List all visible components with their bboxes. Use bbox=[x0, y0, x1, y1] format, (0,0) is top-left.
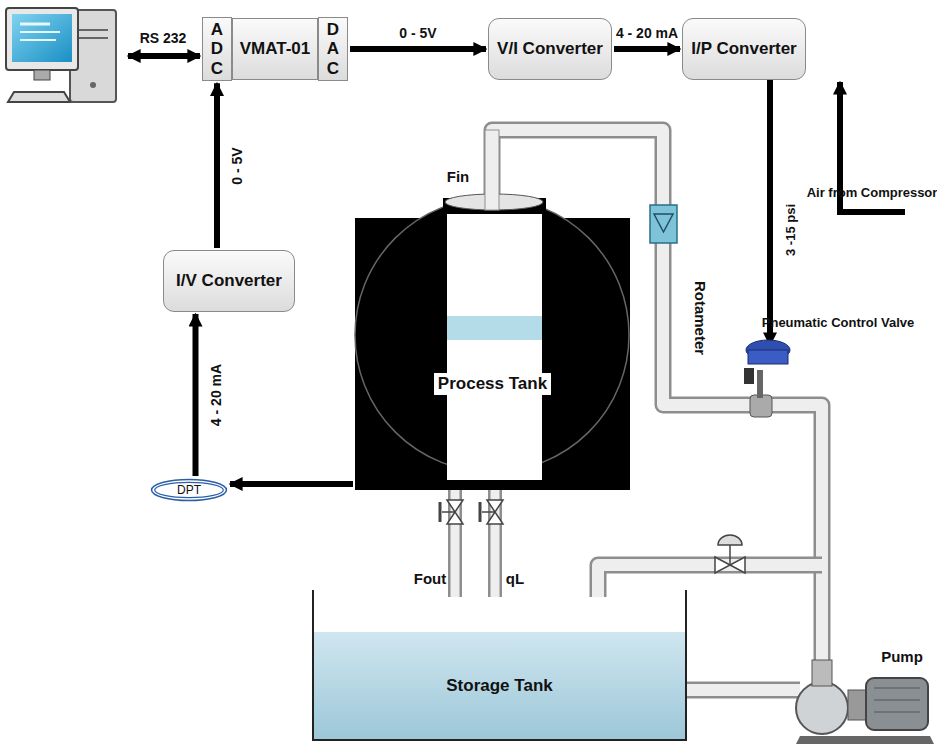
signal-connector bbox=[230, 481, 353, 487]
process-tank: Process Tank bbox=[355, 195, 630, 490]
drawing-path bbox=[439, 502, 442, 522]
drawing-rect bbox=[757, 370, 763, 398]
drawing-path bbox=[598, 565, 822, 597]
drawing-line bbox=[20, 39, 56, 41]
drawing-line bbox=[20, 31, 60, 33]
diagram-label: Rotameter bbox=[692, 281, 709, 355]
signal-label: 0 - 5V bbox=[229, 147, 245, 184]
drawing-rect bbox=[34, 70, 50, 80]
drawing-line bbox=[874, 712, 920, 713]
drawing-rect bbox=[650, 205, 677, 243]
signal-label: 0 - 5V bbox=[399, 25, 436, 41]
converter-box: I/V Converter bbox=[163, 250, 295, 312]
signal-label: 4 - 20 mA bbox=[616, 25, 678, 41]
drawing-path bbox=[451, 480, 460, 597]
converter-box: I/P Converter bbox=[682, 18, 806, 80]
drawing-rect bbox=[485, 130, 499, 210]
drawing-path bbox=[479, 502, 482, 522]
drawing-line bbox=[78, 37, 108, 39]
diagram-label: Fout bbox=[414, 570, 446, 587]
signal-connector bbox=[350, 46, 486, 52]
manual-valve-symbols bbox=[440, 500, 745, 573]
controller-box: VMAT-01 bbox=[232, 18, 318, 80]
drawing-line bbox=[20, 23, 50, 26]
adc-cell: A D C bbox=[202, 17, 232, 82]
diagram-label: Pump bbox=[881, 648, 923, 665]
drawing-path bbox=[796, 736, 934, 744]
drawing-circle bbox=[90, 82, 96, 88]
drawing-path bbox=[686, 682, 800, 699]
diagram-label: Fin bbox=[447, 168, 470, 185]
drawing-rect bbox=[744, 368, 754, 384]
control-valve-symbol bbox=[744, 340, 790, 417]
diagram-label: qL bbox=[506, 570, 524, 587]
diagram-label: RS 232 bbox=[140, 30, 187, 46]
node-text: A D C bbox=[209, 20, 226, 79]
drawing-path bbox=[598, 565, 822, 597]
node-text: I/P Converter bbox=[691, 39, 797, 59]
pneumatic-signal-line bbox=[767, 80, 773, 345]
drawing-circle bbox=[796, 682, 848, 734]
computer-icon bbox=[6, 8, 116, 102]
storage-tank-drawing bbox=[313, 590, 686, 740]
drawing-path bbox=[488, 480, 502, 597]
node-text: V/I Converter bbox=[497, 39, 603, 59]
drawing-path bbox=[313, 590, 686, 740]
drawing-line bbox=[482, 511, 495, 513]
signal-connector bbox=[193, 314, 199, 476]
drawing-rect bbox=[313, 632, 686, 740]
node-text: I/V Converter bbox=[176, 271, 282, 291]
pump-symbol bbox=[796, 660, 934, 744]
drawing-ellipse bbox=[152, 479, 227, 500]
drawing-rect bbox=[866, 678, 928, 730]
converter-box: V/I Converter bbox=[488, 18, 612, 80]
drawing-path bbox=[448, 480, 462, 597]
node-text: Process Tank bbox=[434, 373, 551, 395]
drawing-line bbox=[442, 511, 455, 513]
dac-cell: D A C bbox=[318, 17, 348, 82]
diagram-label: Pneumatic Control Valve bbox=[762, 315, 914, 330]
node-text: DPT bbox=[177, 483, 201, 497]
drawing-path bbox=[718, 535, 742, 545]
process-tank-drawing bbox=[355, 130, 630, 490]
rotameter-symbol bbox=[650, 205, 677, 243]
diagram-label: Air from Compressor bbox=[807, 185, 937, 200]
drawing-line bbox=[874, 700, 920, 701]
drawing-line bbox=[78, 29, 108, 31]
signal-label: 4 - 20 mA bbox=[208, 364, 224, 426]
storage-tank: Storage Tank bbox=[313, 632, 686, 740]
drawing-line bbox=[729, 545, 731, 565]
drawing-rect bbox=[750, 395, 772, 417]
drawing-ellipse bbox=[155, 482, 224, 497]
drawing-path bbox=[8, 92, 70, 102]
signal-connector bbox=[614, 46, 680, 52]
drawing-rect bbox=[447, 212, 542, 480]
drawing-path bbox=[686, 684, 800, 696]
rs232-link bbox=[128, 53, 200, 59]
drawing-rect bbox=[748, 350, 788, 364]
drawing-line bbox=[874, 688, 920, 689]
node-text: VMAT-01 bbox=[240, 39, 311, 59]
diagram-label: 3 -15 psi bbox=[783, 204, 798, 256]
drawing-path bbox=[491, 480, 500, 597]
drawing-rect bbox=[447, 316, 542, 340]
drawing-rect bbox=[12, 14, 72, 62]
drawing-path bbox=[654, 214, 673, 232]
node-text: Storage Tank bbox=[446, 676, 552, 696]
dpt-transmitter: DPT bbox=[150, 478, 228, 502]
signal-connector bbox=[214, 83, 220, 248]
drawing-rect bbox=[6, 8, 78, 70]
drawing-rect bbox=[812, 660, 832, 686]
node-text: D A C bbox=[325, 20, 342, 79]
